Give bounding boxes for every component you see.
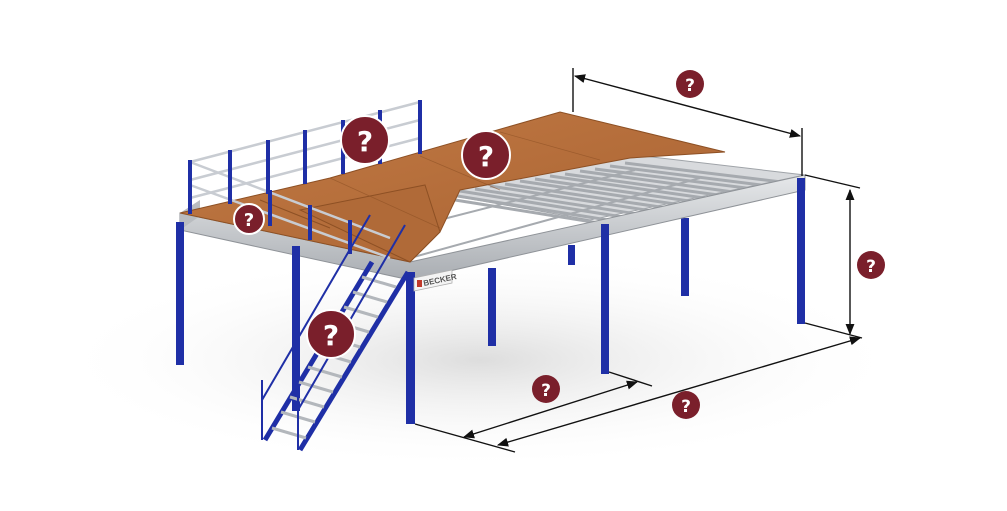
brand-plate: BECKER [413, 269, 458, 292]
height-hotspot-label: ? [866, 257, 876, 277]
stairs-hotspot-label: ? [323, 319, 339, 352]
column-spacing-hotspot-label: ? [541, 381, 551, 401]
floor-hotspot-label: ? [478, 140, 494, 173]
dimension-lines [414, 68, 863, 453]
steel-frame [179, 154, 806, 281]
height-info-hotspot[interactable]: ? [857, 251, 885, 279]
back-columns [488, 218, 689, 346]
length-info-hotspot[interactable]: ? [672, 391, 700, 419]
column-spacing-info-hotspot[interactable]: ? [532, 375, 560, 403]
kickplate-hotspot-label: ? [244, 210, 254, 231]
floor-decking [179, 111, 726, 263]
stairs-info-hotspot[interactable]: ? [306, 309, 356, 359]
floor-joists [409, 161, 799, 259]
kickplate-info-hotspot[interactable]: ? [233, 203, 265, 235]
depth-hotspot-label: ? [685, 76, 695, 96]
railing-hotspot-label: ? [357, 125, 373, 158]
railing-info-hotspot[interactable]: ? [340, 115, 390, 165]
floor-info-hotspot[interactable]: ? [461, 130, 511, 180]
length-hotspot-label: ? [681, 397, 691, 417]
support-columns [176, 178, 805, 424]
depth-info-hotspot[interactable]: ? [676, 70, 704, 98]
